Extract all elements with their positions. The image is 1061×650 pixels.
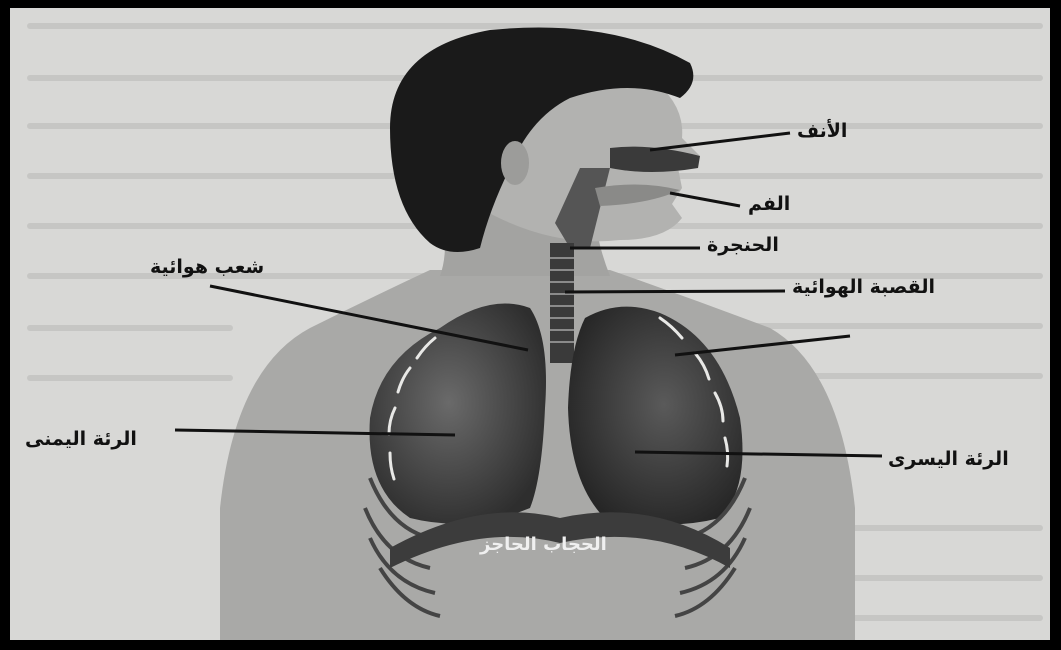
label-trachea: القصبة الهوائية (792, 276, 935, 298)
label-left-lung: الرئة اليسرى (888, 448, 1009, 470)
label-nose: الأنف (797, 120, 847, 142)
label-right-lung: الرئة اليمنى (25, 428, 137, 450)
label-diaphragm: الحجاب الحاجز (480, 534, 607, 555)
label-bronchi: شعب هوائية (150, 256, 264, 278)
label-larynx: الحنجرة (707, 234, 779, 256)
leader-trachea (565, 291, 785, 292)
ear (501, 141, 529, 185)
trachea (550, 243, 574, 363)
diagram-frame: الأنف الفم الحنجرة القصبة الهوائية شعب ه… (10, 8, 1050, 640)
leader-mouth (670, 193, 740, 206)
label-mouth: الفم (748, 193, 790, 215)
